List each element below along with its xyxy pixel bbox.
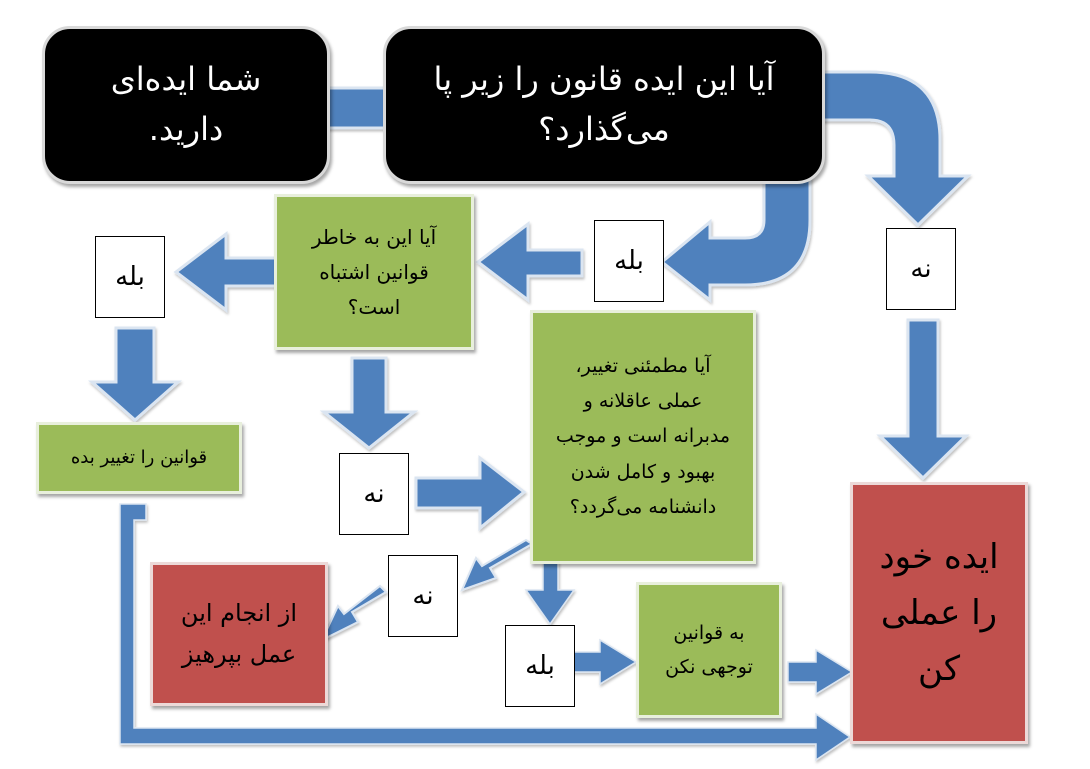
label-yes-left: بله — [95, 236, 165, 318]
arrow-yes-to-change-rules — [88, 326, 182, 423]
arrow-ignore-to-do-it — [787, 648, 854, 696]
ignore-rules-box: به قوانین توجهی نکن — [636, 582, 782, 718]
ignore-rules-text: به قوانین توجهی نکن — [665, 621, 753, 678]
change-rules-box: قوانین را تغییر بده — [36, 422, 242, 494]
do-it-box: ایده خود را عملی کن — [850, 482, 1028, 744]
question-breaks-rule-box: آیا این ایده قانون را زیر پا می‌گذارد؟ — [383, 26, 825, 184]
avoid-box: از انجام این عمل بپرهیز — [150, 562, 328, 706]
arrow-question-to-no — [802, 70, 972, 228]
label-yes-bottom: بله — [505, 625, 575, 707]
arrow-sure-to-no — [460, 538, 534, 592]
arrow-no-to-do-it — [876, 318, 970, 481]
label-yes-bottom-text: بله — [525, 651, 555, 681]
question-sure-box: آیا مطمئنی تغییر، عملی عاقلانه و مدبرانه… — [530, 310, 756, 564]
change-rules-text: قوانین را تغییر بده — [70, 447, 208, 469]
question-wrong-rules-text: آیا این به خاطر قوانین اشتباه است؟ — [311, 224, 437, 319]
label-no-middle: نه — [339, 453, 409, 535]
arrow-sure-to-yes — [524, 559, 576, 626]
label-yes-top-text: بله — [614, 246, 644, 276]
label-no-bottom: نه — [388, 555, 458, 637]
question-breaks-rule-text: آیا این ایده قانون را زیر پا می‌گذارد؟ — [433, 60, 775, 148]
arrow-no-to-sure — [414, 454, 527, 532]
label-yes-top: بله — [594, 220, 664, 302]
arrow-yes-to-ignore — [571, 638, 638, 686]
question-sure-text: آیا مطمئنی تغییر، عملی عاقلانه و مدبرانه… — [555, 355, 731, 518]
start-box: شما ایده‌ای دارید. — [42, 26, 330, 184]
arrow-wrong-rules-to-yes — [173, 230, 280, 314]
arrow-change-rules-to-do-it — [119, 503, 852, 762]
label-no-right: نه — [886, 228, 956, 310]
question-wrong-rules-box: آیا این به خاطر قوانین اشتباه است؟ — [274, 194, 474, 350]
start-text: شما ایده‌ای دارید. — [110, 60, 262, 148]
label-no-middle-text: نه — [363, 479, 385, 509]
avoid-text: از انجام این عمل بپرهیز — [180, 599, 298, 668]
do-it-text: ایده خود را عملی کن — [879, 536, 999, 690]
label-no-bottom-text: نه — [412, 581, 434, 611]
label-no-right-text: نه — [910, 254, 932, 284]
arrow-yes-to-wrong-rules — [475, 220, 584, 304]
label-yes-left-text: بله — [115, 262, 145, 292]
arrow-no-to-avoid — [319, 584, 388, 643]
arrow-wrong-rules-to-no — [319, 356, 419, 450]
